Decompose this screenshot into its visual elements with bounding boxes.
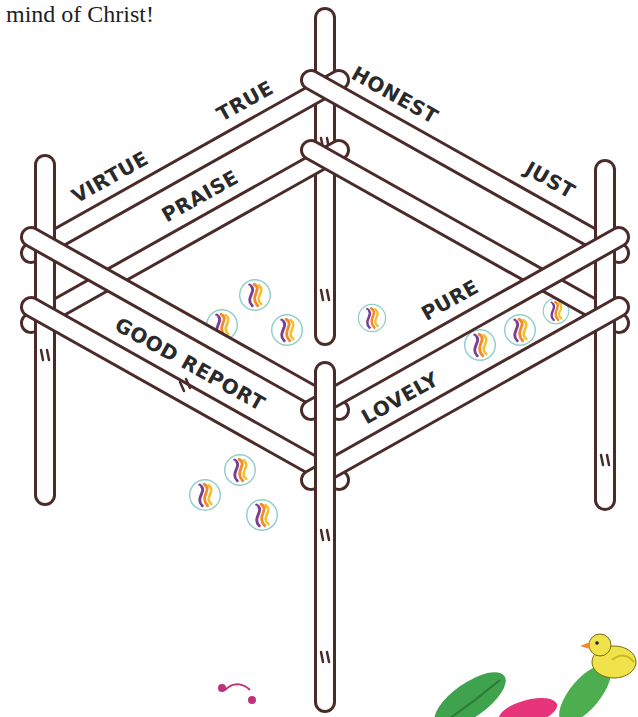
marbles-part	[225, 455, 256, 486]
side-posts-part	[47, 350, 49, 360]
front-post	[321, 372, 329, 702]
front-post-part	[327, 530, 329, 540]
stick-label: GOOD REPORT	[111, 313, 269, 415]
leaf-decoration-part	[496, 693, 560, 717]
bird-decoration-part	[612, 655, 634, 662]
side-posts-part	[607, 455, 609, 465]
leaf-decoration-part	[225, 684, 250, 690]
stick-label: JUST	[521, 157, 579, 202]
front-rails-part	[311, 307, 619, 480]
leaf-decoration-part	[248, 696, 256, 704]
bird-decoration-part	[580, 642, 590, 649]
back-post	[321, 18, 329, 335]
marbles-part	[240, 280, 271, 311]
front-post-part	[314, 372, 336, 702]
front-rails-part	[31, 307, 339, 480]
back-rails-part	[31, 150, 339, 323]
side-posts-part	[597, 170, 613, 500]
front-rails-part	[186, 379, 190, 388]
marbles-part	[465, 330, 496, 361]
front-rails-part	[31, 307, 339, 480]
leaf-decoration-part	[218, 684, 226, 692]
heading-fragment: mind of Christ!	[6, 0, 154, 28]
bird-decoration	[580, 634, 636, 678]
side-posts-part	[601, 455, 603, 465]
leaf-decoration-part	[440, 680, 500, 717]
front-post-part	[327, 652, 329, 662]
back-post-part	[327, 290, 329, 300]
marbles-part	[247, 500, 278, 531]
leaf-decoration	[218, 657, 620, 717]
marbles-part	[358, 304, 385, 331]
stick-label: VIRTUE	[68, 147, 152, 207]
back-post-part	[317, 18, 333, 335]
back-post-part	[314, 18, 336, 335]
front-post-part	[321, 652, 323, 662]
stick-label: PURE	[418, 275, 483, 325]
bird-decoration-part	[589, 634, 611, 656]
side-posts-part	[594, 170, 616, 500]
stick-label: TRUE	[213, 76, 277, 125]
back-rails-part	[31, 150, 339, 323]
front-rails-part	[180, 382, 184, 391]
front-post-part	[317, 372, 333, 702]
bird-decoration-part	[595, 641, 599, 645]
stick-label: HONEST	[348, 62, 442, 128]
marbles-part	[505, 315, 536, 346]
stick-label: LOVELY	[358, 368, 443, 429]
front-post-part	[321, 530, 323, 540]
front-rails-part	[311, 307, 619, 480]
marbles-part	[190, 480, 221, 511]
stick-label: PRAISE	[158, 166, 242, 226]
marbles-part	[272, 315, 303, 346]
side-posts-part	[41, 350, 43, 360]
leaf-decoration-part	[426, 662, 514, 717]
back-post-part	[321, 290, 323, 300]
